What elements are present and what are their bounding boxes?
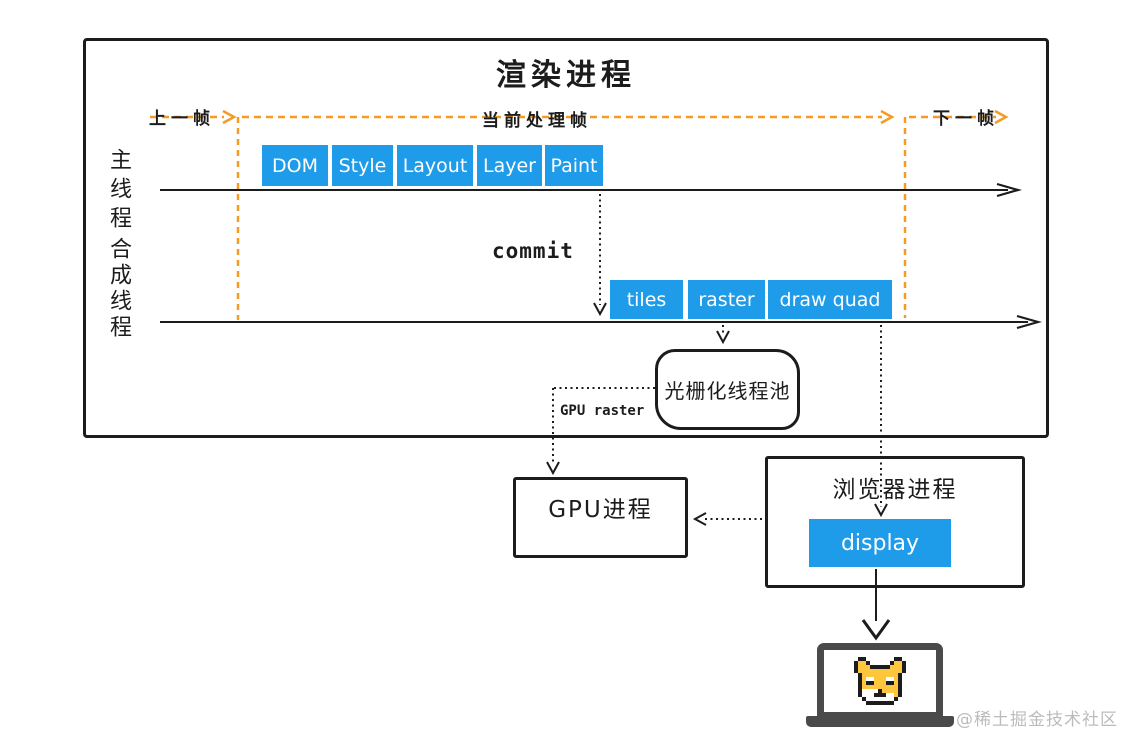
display-to-laptop-arrowhead xyxy=(861,619,891,641)
display-box: display xyxy=(809,519,951,567)
stage-dom: DOM xyxy=(262,145,328,186)
prev-frame-label: 上一帧 xyxy=(149,109,215,129)
raster-thread-pool-box: 光栅化线程池 xyxy=(655,349,800,430)
browser-process-title: 浏览器进程 xyxy=(832,477,958,503)
browser-to-gpu-arrowhead xyxy=(692,512,707,526)
stage-draw-quad: draw quad xyxy=(768,280,892,319)
main-thread-label: 主线程 xyxy=(106,148,131,235)
pixel-shiba-dog-icon xyxy=(854,657,906,705)
raster-thread-pool-label: 光栅化线程池 xyxy=(664,379,791,403)
gpu-raster-label: GPU raster xyxy=(558,403,647,419)
next-frame-label: 下一帧 xyxy=(933,109,999,129)
gpu-process-title: GPU进程 xyxy=(548,497,653,523)
pool-to-gpu-arrowhead xyxy=(546,461,560,476)
stage-raster: raster xyxy=(688,280,765,319)
watermark: @稀土掘金技术社区 xyxy=(956,710,1118,730)
stage-tiles: tiles xyxy=(610,280,683,319)
laptop-base xyxy=(806,716,954,727)
render-process-box xyxy=(83,38,1049,438)
stage-style: Style xyxy=(332,145,393,186)
gpu-process-box: GPU进程 xyxy=(513,477,688,558)
commit-label: commit xyxy=(492,239,574,263)
stage-layout: Layout xyxy=(397,145,473,186)
render-process-title: 渲染进程 xyxy=(496,58,636,93)
compositor-thread-label: 合成线程 xyxy=(106,237,131,341)
laptop-icon xyxy=(817,643,943,719)
stage-paint: Paint xyxy=(545,145,603,186)
stage-layer: Layer xyxy=(477,145,542,186)
current-frame-label: 当前处理帧 xyxy=(482,111,592,131)
